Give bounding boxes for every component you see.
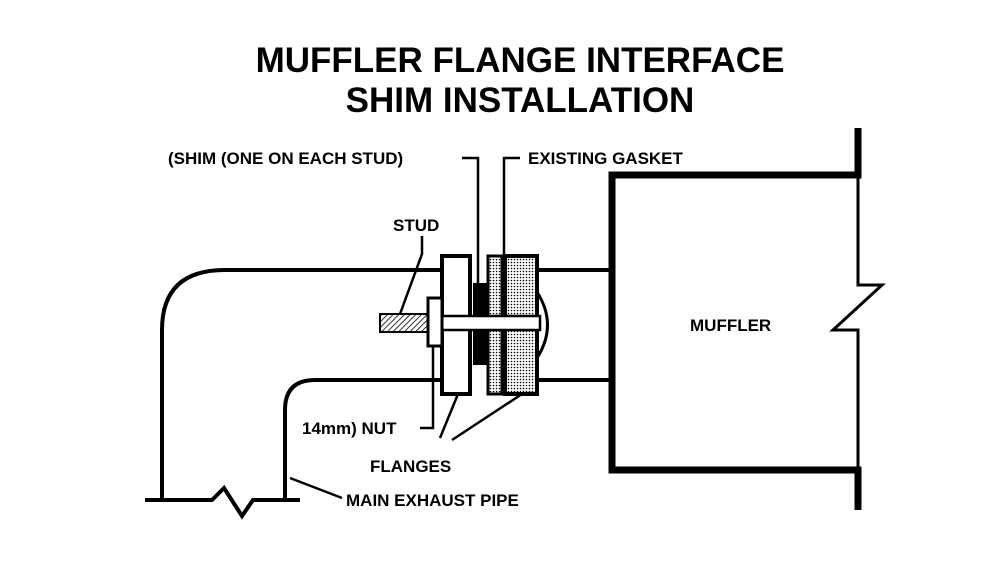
shim-leader: [462, 156, 480, 284]
pipe-break-mark: [162, 484, 285, 520]
muffler-body: [608, 128, 862, 510]
gasket-leader: [502, 156, 520, 256]
flange-leader-right: [451, 392, 523, 442]
muffler-label: MUFFLER: [690, 316, 771, 335]
muffler-inlet-pipe: [537, 268, 612, 382]
main-exhaust-pipe: [145, 268, 442, 502]
stud-leader: [398, 236, 424, 315]
stud: [379, 313, 431, 333]
exhaust-pipe-leader: [289, 476, 343, 500]
diagram-title-line-2: SHIM INSTALLATION: [346, 81, 695, 120]
stud-label: STUD: [393, 216, 439, 235]
nut: [426, 296, 444, 348]
flange-leader-left: [438, 393, 460, 439]
shim-label: (SHIM (ONE ON EACH STUD): [168, 149, 403, 168]
nut-label: 14mm) NUT: [302, 419, 397, 438]
nut-leader: [420, 346, 435, 430]
diagram-title-line-1: MUFFLER FLANGE INTERFACE: [256, 41, 785, 80]
muffler-break-mark: [829, 175, 886, 470]
flanges-label: FLANGES: [370, 457, 451, 476]
exhaust-pipe-label: MAIN EXHAUST PIPE: [346, 491, 519, 510]
leader-lines: [289, 156, 523, 500]
stud-shaft: [426, 314, 542, 332]
bolt-head: [535, 291, 549, 359]
gasket-label: EXISTING GASKET: [528, 149, 684, 168]
